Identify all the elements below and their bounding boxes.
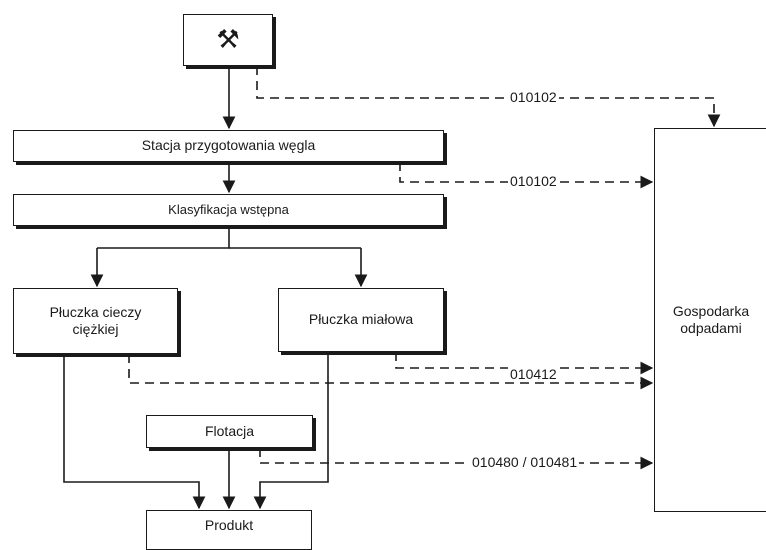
waste-flow-stacja xyxy=(399,162,654,189)
gospodarka-odpadami-node: Gospodarka odpadami xyxy=(654,128,766,512)
klasyfikacja-label: Klasyfikacja wstępna xyxy=(168,201,289,217)
pluczka-mialowa-label: Płuczka miałowa xyxy=(308,311,414,328)
flotacja-label: Flotacja xyxy=(204,422,255,439)
hammer-pick-icon: ⚒ xyxy=(216,24,240,55)
pluczka-cieczy-node: Płuczka cieczy ciężkiej xyxy=(13,288,178,354)
gospodarka-odpadami-label: Gospodarka odpadami xyxy=(672,302,750,337)
waste-code-pluczki: 010412 xyxy=(508,366,559,382)
produkt-node: Produkt xyxy=(146,510,312,550)
flotacja-node: Flotacja xyxy=(146,415,313,448)
produkt-label: Produkt xyxy=(204,517,254,533)
pluczka-mialowa-node: Płuczka miałowa xyxy=(278,288,444,352)
waste-flow-pluczka-cieczy xyxy=(128,354,654,390)
edge-klasyfikacja-split xyxy=(97,226,230,249)
waste-flow-mining xyxy=(256,66,721,128)
waste-flow-flotacja xyxy=(259,448,654,470)
process-flow-diagram: ⚒ Stacja przygotowania węgla Klasyfikacj… xyxy=(13,14,766,550)
pluczka-cieczy-label: Płuczka cieczy ciężkiej xyxy=(49,303,142,338)
stacja-przygotowania-node: Stacja przygotowania węgla xyxy=(13,130,444,162)
mining-node: ⚒ xyxy=(183,14,273,66)
waste-code-flotacja: 010480 / 010481 xyxy=(470,454,580,470)
edge-pluczka-cieczy-to-produkt xyxy=(63,354,206,510)
edge-pluczka-mialowa-to-produkt xyxy=(253,352,329,510)
waste-code-mining: 010102 xyxy=(508,89,559,105)
klasyfikacja-node: Klasyfikacja wstępna xyxy=(13,194,444,226)
waste-code-stacja: 010102 xyxy=(508,173,559,189)
stacja-przygotowania-label: Stacja przygotowania węgla xyxy=(141,137,316,154)
flow-connectors xyxy=(63,66,721,510)
waste-flow-pluczka-mialowa xyxy=(395,352,654,375)
